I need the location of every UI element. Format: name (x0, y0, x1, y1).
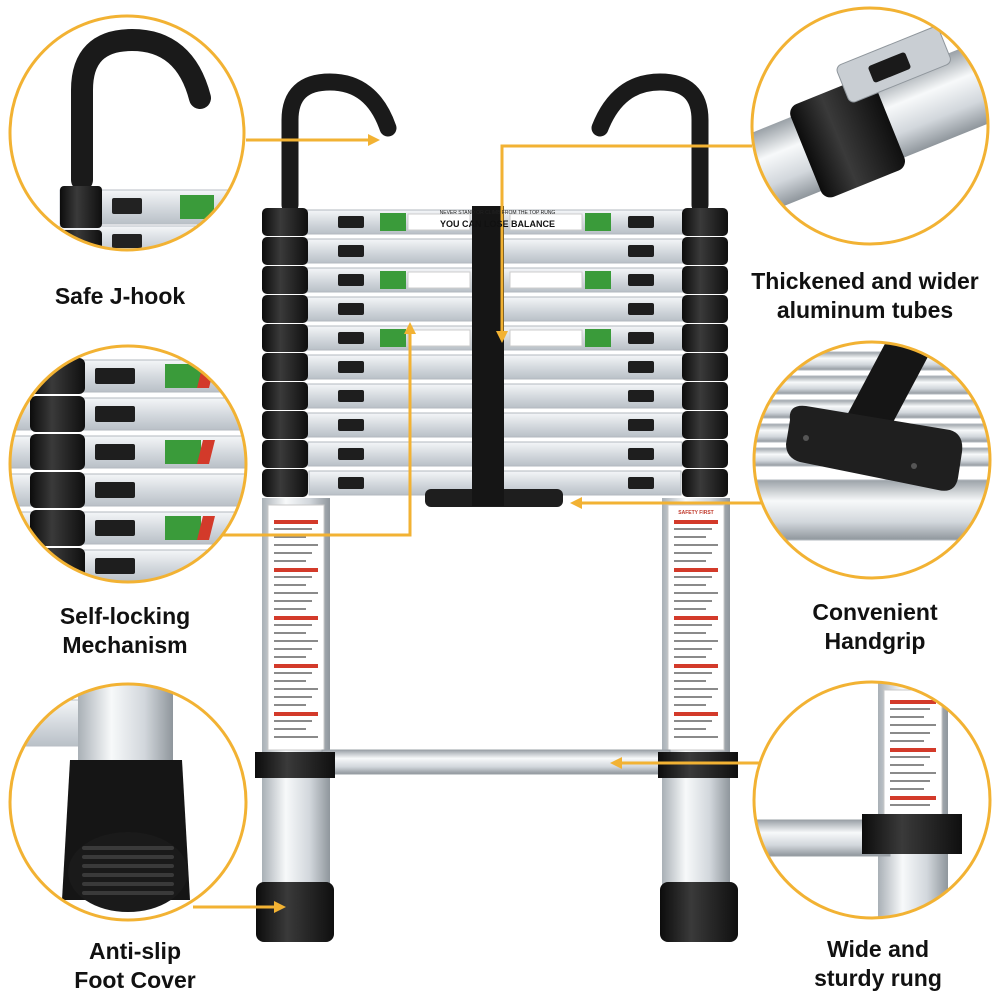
detail-circle-foot-cover (8, 682, 248, 922)
callout-lines (193, 138, 779, 909)
warning-sticker (380, 329, 406, 347)
left-joint (262, 237, 308, 265)
right-joint (682, 266, 728, 294)
rung-lock-tab (628, 419, 654, 431)
label-rung-line2: sturdy rung (814, 965, 942, 991)
rung-lock-tab (338, 303, 364, 315)
label-tubes-line1: Thickened and wider (751, 268, 979, 294)
label-foot-cover: Anti-slip Foot Cover (35, 937, 235, 995)
detail-circle-locking (8, 344, 248, 584)
rung-lock-tab (338, 274, 364, 286)
label-j-hook-line1: Safe J-hook (54, 283, 186, 309)
callout-arrowheads (274, 134, 622, 913)
rung-lock-tab (628, 303, 654, 315)
rung-lock-tab (628, 274, 654, 286)
rung-lock-tab (338, 332, 364, 344)
right-joint (682, 440, 728, 468)
sticker-text-panel (407, 271, 471, 289)
right-foot-cover (660, 882, 738, 942)
left-joint (262, 295, 308, 323)
rung-lock-tab (338, 390, 364, 402)
left-foot-cover (256, 882, 334, 942)
label-locking: Self-locking Mechanism (20, 602, 230, 660)
warning-sticker (585, 329, 611, 347)
label-rung: Wide and sturdy rung (778, 935, 978, 993)
label-rung-line1: Wide and (826, 936, 930, 962)
rung-lock-tab (628, 216, 654, 228)
label-handgrip-line1: Convenient (812, 599, 938, 625)
left-joint (262, 266, 308, 294)
left-j-hook-icon (281, 73, 397, 214)
label-handgrip-line2: Handgrip (824, 628, 926, 654)
left-joint (262, 208, 308, 236)
strap (472, 206, 504, 506)
sticker-text-panel (509, 213, 583, 231)
warning-sticker (380, 213, 406, 231)
label-locking-line2: Mechanism (62, 632, 188, 658)
right-joint (682, 411, 728, 439)
sticker-text-panel (509, 271, 583, 289)
left-joint (262, 324, 308, 352)
rung-lock-tab (338, 448, 364, 460)
rung-lock-tab (338, 216, 364, 228)
right-joint (682, 208, 728, 236)
left-joint (262, 440, 308, 468)
left-joint (262, 411, 308, 439)
main-ladder (255, 73, 738, 942)
rung-lock-tab (338, 245, 364, 257)
rung-lock-tab (628, 245, 654, 257)
right-joint (682, 469, 728, 497)
warning-sticker (585, 271, 611, 289)
right-j-hook-icon (591, 73, 709, 214)
rung-sticker-top-line: NEVER STAND OR CLIMB FROM THE TOP RUNG (439, 210, 556, 216)
rung-lock-tab (338, 419, 364, 431)
detail-circle-j-hook (8, 14, 246, 252)
left-joint (262, 353, 308, 381)
label-handgrip: Convenient Handgrip (775, 598, 975, 656)
rung-lock-tab (628, 477, 654, 489)
right-joint (682, 382, 728, 410)
label-tubes: Thickened and wider aluminum tubes (730, 267, 1000, 325)
detail-circle-tubes (750, 6, 990, 246)
label-foot-cover-line2: Foot Cover (74, 967, 196, 993)
rung-lock-tab (628, 390, 654, 402)
rung-lock-tab (628, 361, 654, 373)
label-foot-cover-line1: Anti-slip (89, 938, 181, 964)
label-tubes-line2: aluminum tubes (776, 297, 954, 323)
label-j-hook: Safe J-hook (20, 282, 220, 311)
rung-lock-tab (628, 332, 654, 344)
rung-sticker-headline: YOU CAN LOSE BALANCE (439, 219, 555, 229)
side-label-title: SAFETY FIRST (678, 510, 714, 516)
warning-sticker (380, 271, 406, 289)
rung-lock-tab (628, 448, 654, 460)
detail-circle-rung (752, 680, 992, 920)
warning-sticker (585, 213, 611, 231)
rung-lock-tab (338, 477, 364, 489)
rung-lock-tab (338, 361, 364, 373)
left-joint (262, 382, 308, 410)
right-joint (682, 353, 728, 381)
sticker-text-panel (407, 213, 471, 231)
right-joint (682, 324, 728, 352)
right-joint (682, 295, 728, 323)
right-joint (682, 237, 728, 265)
sticker-text-panel (407, 329, 471, 347)
left-joint (262, 469, 308, 497)
label-locking-line1: Self-locking (59, 603, 191, 629)
sticker-text-panel (509, 329, 583, 347)
detail-circle-handgrip (752, 340, 992, 580)
